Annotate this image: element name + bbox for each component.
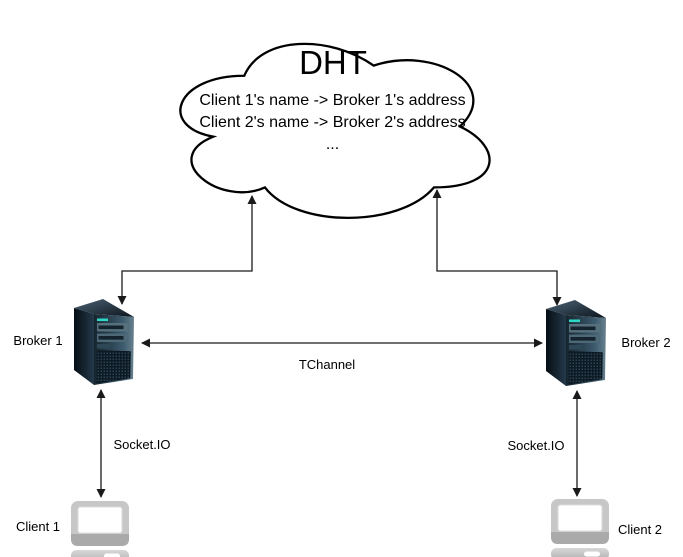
dht-mapping-ellipsis: ... bbox=[325, 136, 340, 153]
broker1-server-icon bbox=[73, 298, 135, 386]
broker2-server-icon bbox=[545, 299, 607, 387]
broker1-label: Broker 1 bbox=[13, 333, 63, 348]
socketio-right-edge-label: Socket.IO bbox=[507, 438, 565, 453]
edge-broker2-dht bbox=[432, 189, 562, 306]
socketio-left-edge-label: Socket.IO bbox=[113, 437, 171, 452]
dht-mapping-line: Client 1's name -> Broker 1's address bbox=[199, 92, 466, 109]
client1-label: Client 1 bbox=[15, 519, 61, 534]
dht-cloud-shape bbox=[179, 42, 491, 219]
edge-broker1-dht bbox=[117, 195, 257, 305]
broker2-label: Broker 2 bbox=[621, 335, 671, 350]
dht-mapping-line: Client 2's name -> Broker 2's address bbox=[199, 114, 466, 131]
tchannel-edge-label: TChannel bbox=[298, 357, 356, 372]
client1-computer-icon bbox=[70, 500, 130, 557]
dht-mapping-list: Client 1's name -> Broker 1's address Cl… bbox=[160, 90, 505, 156]
dht-title: DHT bbox=[299, 44, 367, 81]
client2-computer-icon bbox=[550, 498, 610, 557]
client2-label: Client 2 bbox=[617, 522, 663, 537]
